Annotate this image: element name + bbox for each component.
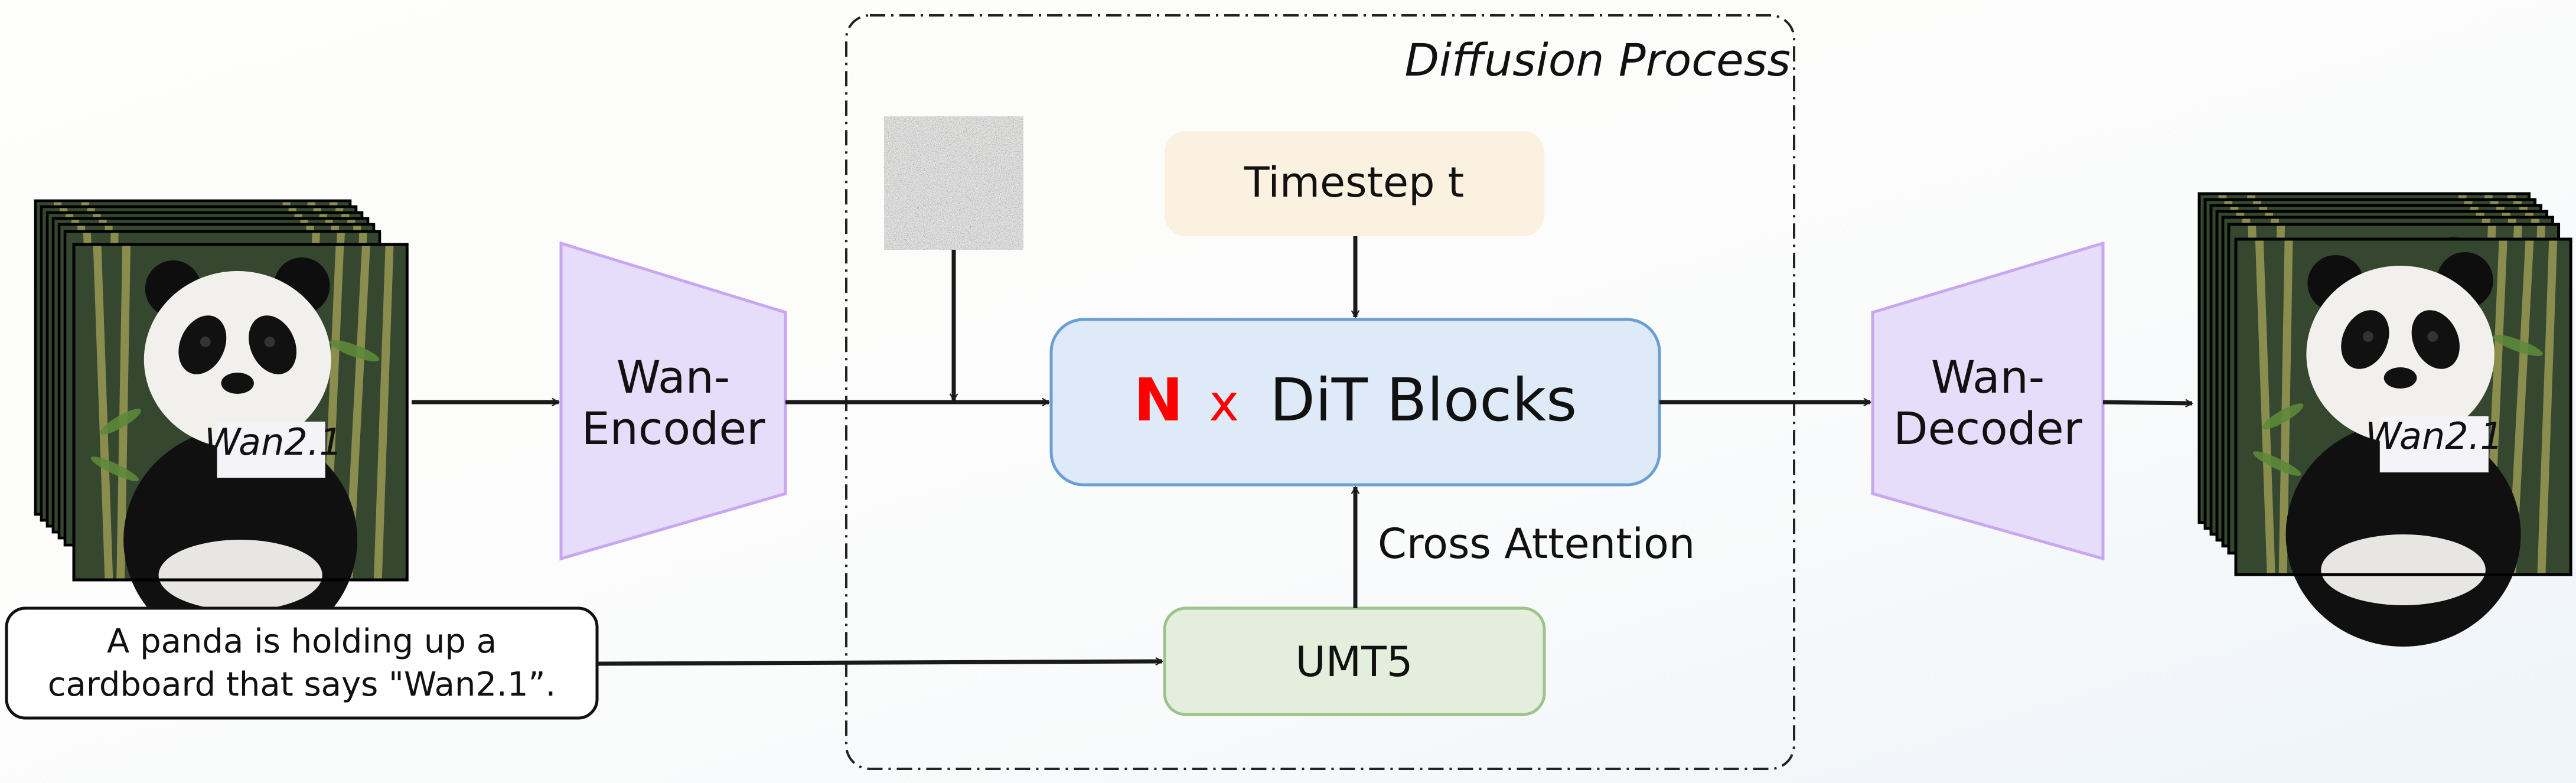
text-prompt-box: A panda is holding up a cardboard that s… (5, 606, 599, 720)
input-video-stack: Wan2.1 (35, 201, 407, 652)
dit-blocks: N x DiT Blocks (1049, 318, 1661, 487)
decoder-label-2: Decoder (1893, 402, 2083, 455)
diffusion-process-container (845, 14, 1795, 770)
arrow-decoder-to-video (2102, 402, 2192, 403)
decoder-label-1: Wan- (1931, 351, 2045, 403)
svg-text:N x DiT Blocks: N x DiT Blocks (1134, 366, 1577, 435)
dit-count-n: N (1134, 366, 1183, 435)
output-video-stack: Wan2.1 (2199, 194, 2571, 647)
dit-label: DiT Blocks (1270, 366, 1577, 435)
input-sign-text: Wan2.1 (204, 420, 343, 464)
encoder-label-2: Encoder (582, 402, 765, 455)
encoder-label-1: Wan- (617, 351, 730, 403)
umt5-label: UMT5 (1296, 638, 1413, 686)
prompt-line-2: cardboard that says "Wan2.1”. (48, 665, 556, 704)
timestep-box: Timestep t (1165, 131, 1544, 236)
diffusion-process-label: Diffusion Process (1405, 34, 1791, 86)
cross-attention-label: Cross Attention (1378, 520, 1695, 568)
umt5-box: UMT5 (1163, 606, 1546, 716)
output-sign-text: Wan2.1 (2365, 415, 2503, 458)
wan-decoder: Wan- Decoder (1871, 241, 2105, 561)
arrow-prompt-to-umt5 (596, 661, 1162, 666)
wan-encoder: Wan- Encoder (559, 241, 787, 561)
input-video-frames (35, 201, 407, 652)
arrows (412, 236, 2192, 666)
dit-times: x (1209, 374, 1239, 433)
noise-latent-image (884, 116, 1023, 250)
timestep-label: Timestep t (1244, 158, 1464, 207)
prompt-line-1: A panda is holding up a (107, 622, 497, 661)
